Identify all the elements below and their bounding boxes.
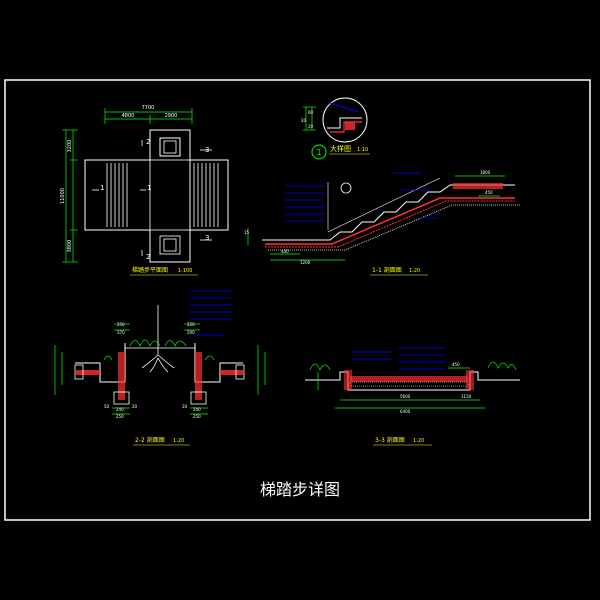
- section3-dim-1: 1150: [461, 394, 472, 399]
- section3-dim-2: 5600: [400, 394, 411, 399]
- section2-scale: 1:20: [173, 438, 184, 444]
- section1-concrete: [265, 197, 515, 245]
- plan-mark-3b: 3: [205, 234, 209, 242]
- section-1-view: 1800 450 400 1200 15 1-1 剖面图 1:20: [244, 170, 520, 276]
- sheet-title: 梯踏步详图: [259, 480, 340, 499]
- detail-label: 大样图: [330, 144, 351, 153]
- section-2-view: 250 370 220 200 240 240 250 50 250 20 20…: [54, 290, 266, 446]
- plan-steps-right: [189, 160, 219, 230]
- detail-number-circle: [311, 144, 327, 160]
- section2-dim-4: 240: [116, 407, 124, 412]
- section2-dim-9: 20: [132, 404, 138, 409]
- section2-dim-2: 220: [187, 322, 195, 327]
- section2-dim-10: 20: [182, 404, 188, 409]
- plan-view: 7700 4800 2900 11000 3200 3800 1 1 2 2 3…: [60, 105, 229, 276]
- plan-label: 梯踏步平面图: [132, 266, 168, 274]
- section1-dim-4: 15: [244, 230, 250, 235]
- plan-mark-1a: 1: [100, 184, 104, 192]
- section2-dim-0: 250: [117, 322, 125, 327]
- section2-plants: [103, 339, 215, 361]
- detail-view: 20 60 20 1 大样图 1:10: [301, 97, 370, 160]
- section3-dim-3: 6400: [400, 409, 411, 414]
- section3-plants: [309, 361, 517, 371]
- plan-dim-left: 4800: [122, 113, 135, 119]
- section3-label: 3-3 剖面图: [375, 436, 405, 444]
- section2-dim-1: 370: [117, 330, 125, 335]
- detail-number: 1: [316, 148, 321, 157]
- section2-dim-6: 250: [116, 414, 124, 419]
- plan-steps-left: [106, 163, 128, 227]
- section2-dim-7: 50: [104, 404, 110, 409]
- plan-landing-top: [159, 137, 181, 157]
- section1-steps: [262, 184, 515, 241]
- plan-scale: 1:100: [178, 268, 192, 274]
- section1-label: 1-1 剖面图: [372, 266, 402, 274]
- section1-dim-0: 1800: [480, 170, 491, 175]
- section3-scale: 1:20: [413, 438, 424, 444]
- plan-mark-1b: 1: [147, 184, 151, 192]
- plan-landing-bottom: [159, 235, 181, 255]
- section2-tree: [141, 305, 175, 373]
- section1-dim-1: 450: [485, 190, 493, 195]
- section3-concrete: [350, 376, 468, 382]
- detail-dim-2: 20: [308, 124, 314, 129]
- section2-dim-8: 250: [193, 414, 201, 419]
- section3-dim-0: 450: [452, 362, 460, 367]
- plan-dim-side-total: 11000: [60, 188, 66, 204]
- section1-dim-3: 1200: [300, 260, 311, 265]
- plan-dim-overall: 7700: [142, 105, 155, 111]
- section2-dim-5: 240: [193, 407, 201, 412]
- section2-left-wall: [75, 343, 126, 383]
- section1-scale: 1:20: [409, 268, 420, 274]
- detail-circle: [322, 97, 368, 143]
- section-3-view: 450 1150 5600 6400 3-3 剖面图 1:20: [305, 347, 520, 446]
- plan-dim-left-side: [62, 129, 78, 263]
- plan-dim-right: 2900: [165, 113, 178, 119]
- plan-mark-2b: 2: [146, 253, 150, 261]
- plan-mark-2a: 2: [146, 138, 150, 146]
- detail-dim-1: 60: [308, 110, 314, 115]
- plan-dim-side-top: 3200: [67, 140, 73, 153]
- section3-profile: [305, 371, 520, 391]
- plan-dim-side-bottom: 3800: [67, 240, 73, 253]
- section1-dim-2: 400: [281, 249, 289, 254]
- detail-dim-0: 20: [301, 118, 307, 123]
- detail-scale: 1:10: [357, 147, 368, 153]
- plan-dim-top: [104, 108, 193, 124]
- section2-label: 2-2 剖面图: [135, 436, 165, 444]
- section2-dim-3: 200: [187, 330, 195, 335]
- sheet-frame: [4, 79, 591, 521]
